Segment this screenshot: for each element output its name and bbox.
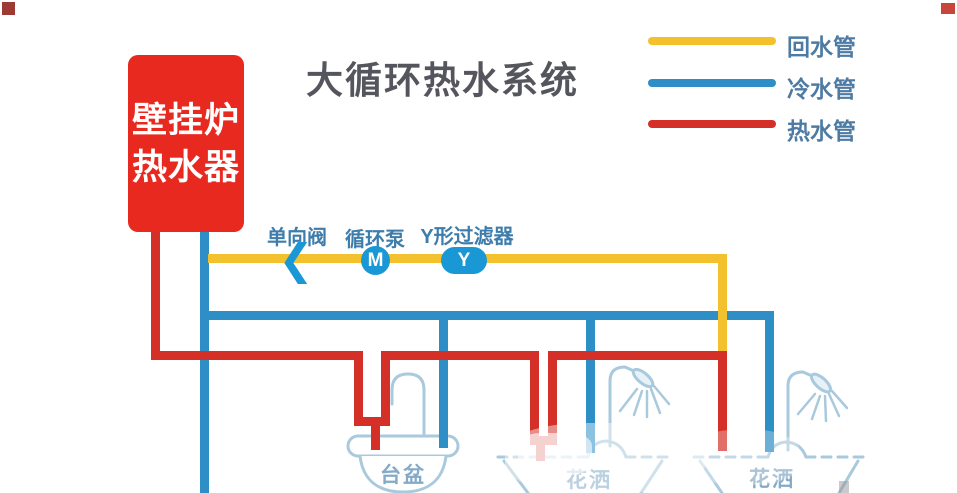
- hot-pipe-main-c: [548, 351, 727, 360]
- diagram-title: 大循环热水系统: [306, 60, 579, 101]
- cold-pipe-main-horizontal: [204, 311, 774, 320]
- legend-label-hot: 热水管: [787, 118, 856, 144]
- cold-pipe-drop-shower-mid: [586, 315, 595, 453]
- legend-label-cold: 冷水管: [787, 76, 856, 102]
- legend-line-return: [648, 37, 776, 45]
- hot-pipe-drop-shower-right: [718, 351, 727, 451]
- faucet-icon: [390, 372, 426, 442]
- shower-right-label: 花洒: [749, 468, 795, 491]
- boiler-label-line2: 热水器: [131, 147, 240, 187]
- filter-icon: Y: [441, 247, 487, 274]
- cold-pipe-drop-basin: [439, 315, 448, 448]
- shower-tub-mid-drawing: [496, 365, 671, 493]
- hot-pipe-main-a: [151, 351, 363, 360]
- shower-head-icon: [631, 367, 655, 389]
- watermark-artifact: [2, 2, 15, 15]
- shower-spray: [796, 389, 849, 423]
- hot-pipe-dip-basin-left: [354, 351, 363, 426]
- shower-arm: [786, 370, 814, 452]
- legend-label-return: 回水管: [787, 34, 856, 60]
- shower-arm: [608, 365, 636, 448]
- tub-side-left: [502, 459, 530, 493]
- boiler-label-line1: 壁挂炉: [131, 100, 240, 140]
- tub-side-right: [639, 459, 664, 493]
- basin-drawing: [346, 372, 460, 493]
- legend-line-hot: [648, 120, 776, 128]
- hot-pipe-main-b: [381, 351, 539, 360]
- watermark-artifact: [941, 3, 955, 14]
- basin-bowl: [358, 454, 448, 493]
- tub-side-left: [698, 459, 724, 493]
- legend-line-cold: [648, 79, 776, 87]
- check-valve-label: 单向阀: [267, 227, 327, 249]
- shower-mid-label: 花洒: [566, 469, 612, 492]
- basin-label: 台盆: [380, 464, 426, 487]
- filter-label: Y形过滤器: [420, 226, 514, 248]
- hot-pipe-stub-mid: [536, 436, 545, 461]
- hot-pipe-dip-mid-left: [530, 351, 539, 445]
- boiler-box: 壁挂炉 热水器: [128, 55, 244, 232]
- pump-label: 循环泵: [345, 229, 405, 251]
- watermark-artifact: [839, 481, 849, 493]
- return-pipe-vertical: [718, 254, 727, 358]
- check-valve-icon: ❮: [278, 236, 314, 283]
- hot-pipe-boiler-vertical: [151, 230, 160, 360]
- hot-pipe-dip-basin-right: [381, 351, 390, 426]
- shower-head-icon: [809, 372, 833, 394]
- hot-pipe-stub-basin: [371, 417, 380, 450]
- cold-pipe-main-vertical: [200, 230, 209, 493]
- pump-icon: M: [361, 246, 390, 275]
- hot-pipe-dip-mid-right: [548, 351, 557, 445]
- cold-pipe-drop-shower-right: [765, 311, 774, 452]
- shower-spray: [618, 384, 671, 419]
